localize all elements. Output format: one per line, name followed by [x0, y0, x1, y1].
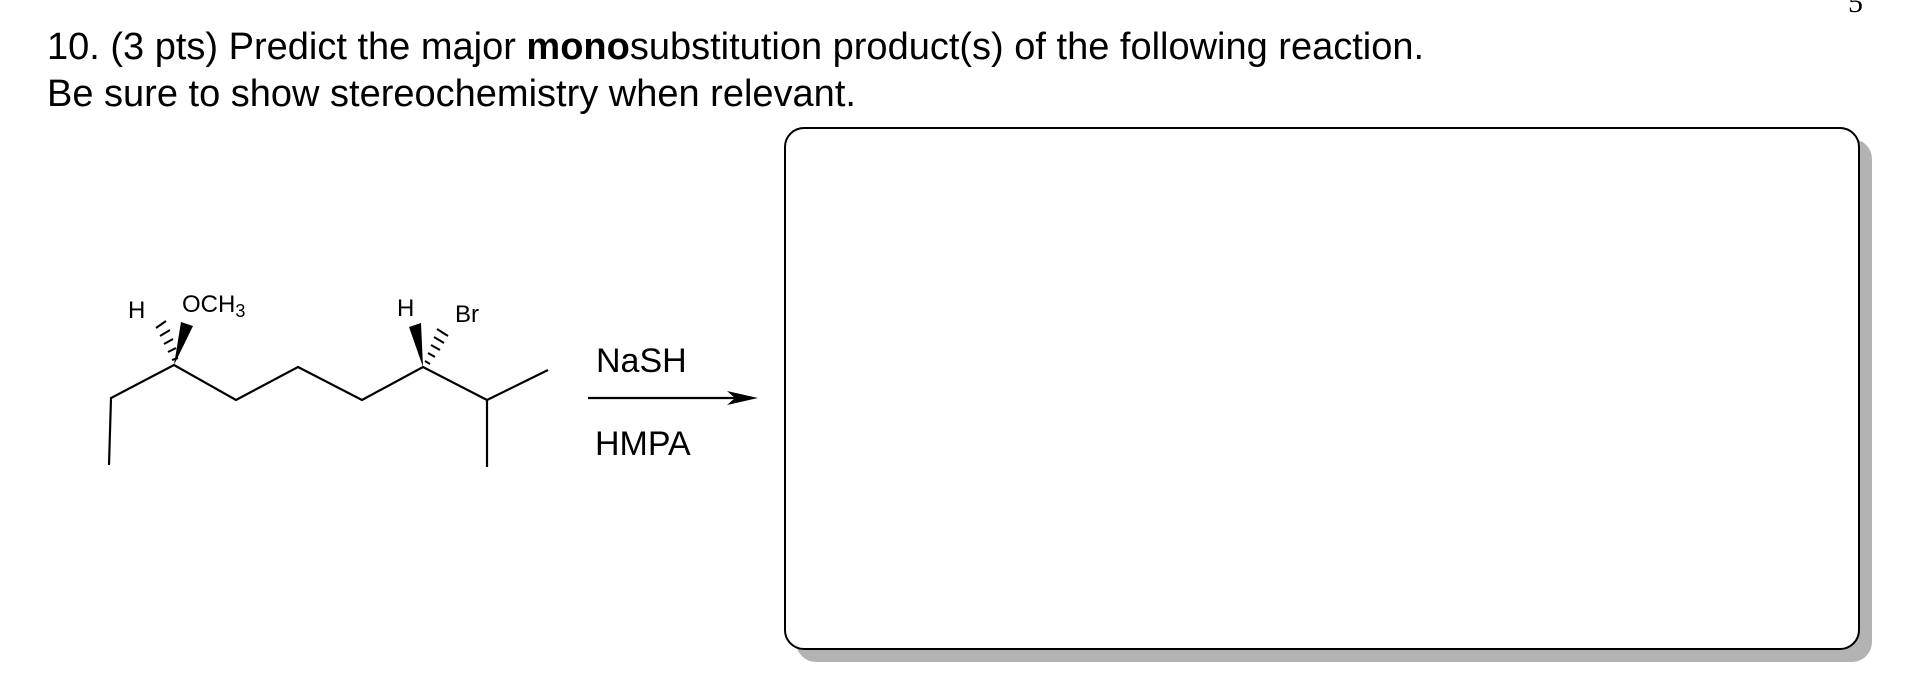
answer-box[interactable]	[784, 127, 1860, 650]
reaction-arrow-head	[727, 391, 758, 405]
methoxy-wedge-bond	[174, 322, 193, 365]
methoxy-text: OCH	[182, 291, 235, 318]
methoxy-subscript: 3	[235, 301, 245, 321]
hydrogen-wedge-bond	[409, 323, 423, 367]
solvent-below-arrow: HMPA	[595, 425, 691, 463]
left-hydrogen-label: H	[128, 297, 145, 324]
question-text: 10. (3 pts) Predict the major monosubsti…	[47, 24, 1424, 118]
question-prefix: 10. (3 pts) Predict the major	[47, 26, 527, 68]
right-hydrogen-label: H	[397, 295, 414, 322]
methoxy-label: OCH3	[182, 291, 245, 321]
question-bold-word: mono	[526, 26, 630, 68]
left-hashed-bond	[155, 320, 179, 361]
carbon-skeleton	[107, 363, 549, 466]
question-line-1: 10. (3 pts) Predict the major monosubsti…	[47, 24, 1424, 71]
page-number: 5	[1848, 0, 1863, 19]
question-line-2: Be sure to show stereochemistry when rel…	[47, 73, 856, 115]
right-hashed-bond	[424, 328, 449, 365]
bromine-label: Br	[455, 301, 479, 328]
reagent-above-arrow: NaSH	[596, 342, 687, 380]
question-suffix: substitution product(s) of the following…	[629, 26, 1425, 68]
